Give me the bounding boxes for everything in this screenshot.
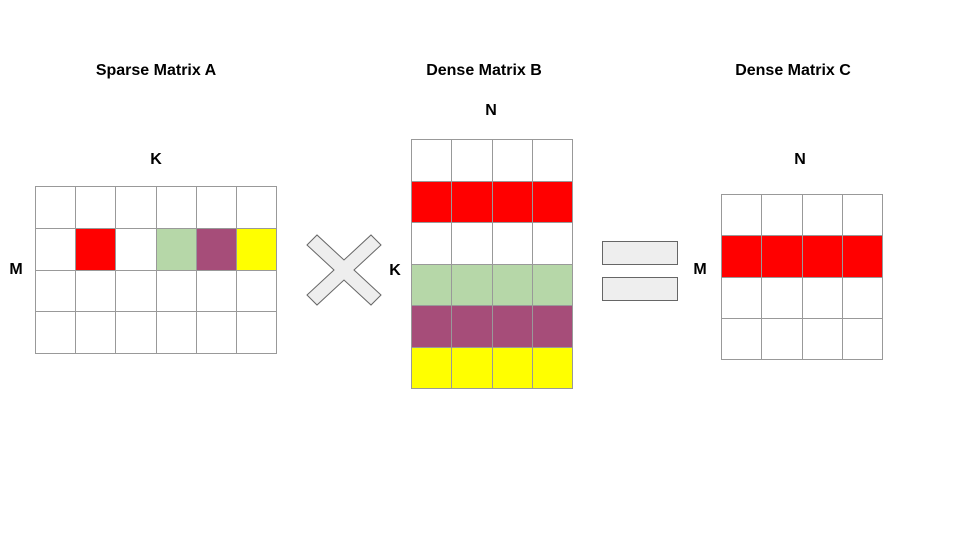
matrix-a-rows-label: M: [9, 261, 23, 278]
matrix-a-cell-2-3: [156, 270, 197, 313]
matrix-a-cell-0-1: [76, 187, 117, 229]
matrix-c-cell-0-2: [802, 195, 843, 237]
matrix-b-title: Dense Matrix B: [426, 62, 542, 79]
matrix-b-cell-4-3: [532, 306, 573, 348]
matrix-a-cell-2-5: [236, 270, 277, 313]
matrix-a-cell-1-4: [196, 228, 237, 271]
matrix-c-cell-0-3: [842, 195, 883, 237]
matrix-b-cell-5-0: [412, 347, 453, 389]
matrix-a-cell-2-2: [116, 270, 157, 313]
sparse-matrix-a: [35, 186, 277, 354]
matrix-b-rows-label: K: [389, 262, 401, 279]
matrix-a-cell-0-0: [36, 187, 77, 229]
matrix-b-cell-1-3: [532, 181, 573, 223]
matrix-c-cell-2-0: [722, 277, 763, 319]
matrix-a-cell-1-1: [76, 228, 117, 271]
matrix-a-cell-0-5: [236, 187, 277, 229]
matrix-a-cell-1-0: [36, 228, 77, 271]
matrix-a-cell-2-4: [196, 270, 237, 313]
matrix-b-cell-2-3: [532, 223, 573, 265]
matrix-c-rows-label: M: [693, 261, 707, 278]
matrix-a-cell-1-2: [116, 228, 157, 271]
matrix-a-cell-0-2: [116, 187, 157, 229]
matrix-b-cell-2-2: [492, 223, 533, 265]
multiply-icon: [306, 234, 382, 306]
matrix-c-cell-3-2: [802, 318, 843, 360]
matrix-b-cell-1-2: [492, 181, 533, 223]
matrix-c-title: Dense Matrix C: [735, 62, 851, 79]
matrix-c-cell-2-2: [802, 277, 843, 319]
matrix-c-cols-label: N: [794, 151, 806, 168]
matrix-a-cell-3-3: [156, 312, 197, 354]
matrix-c-cell-1-1: [762, 236, 803, 278]
matrix-b-cell-0-3: [532, 140, 573, 182]
matrix-a-cell-0-3: [156, 187, 197, 229]
matrix-b-cell-5-1: [452, 347, 493, 389]
matrix-b-cell-0-1: [452, 140, 493, 182]
dense-matrix-b: [411, 139, 573, 389]
equals-top-bar: [602, 241, 678, 265]
matrix-a-cell-2-0: [36, 270, 77, 313]
equals-icon: [602, 241, 678, 301]
matrix-a-cols-label: K: [150, 151, 162, 168]
multiply-shape: [306, 234, 382, 306]
matrix-a-cell-3-5: [236, 312, 277, 354]
matrix-c-cell-3-1: [762, 318, 803, 360]
equals-bottom-bar: [602, 277, 678, 301]
matrix-c-cell-1-2: [802, 236, 843, 278]
matrix-c-cell-1-3: [842, 236, 883, 278]
matrix-b-cell-2-0: [412, 223, 453, 265]
matrix-a-cell-3-0: [36, 312, 77, 354]
dense-matrix-c: [721, 194, 883, 360]
matrix-b-cell-2-1: [452, 223, 493, 265]
matrix-c-cell-0-0: [722, 195, 763, 237]
matrix-c-cell-0-1: [762, 195, 803, 237]
matrix-c-cell-2-3: [842, 277, 883, 319]
matrix-c-cell-1-0: [722, 236, 763, 278]
matrix-a-cell-3-1: [76, 312, 117, 354]
matrix-b-cell-4-2: [492, 306, 533, 348]
matrix-b-cell-3-0: [412, 264, 453, 306]
matrix-b-cell-4-0: [412, 306, 453, 348]
matrix-c-cell-3-0: [722, 318, 763, 360]
matrix-b-cell-3-2: [492, 264, 533, 306]
matrix-a-cell-3-2: [116, 312, 157, 354]
matrix-b-cell-0-2: [492, 140, 533, 182]
matrix-b-cell-3-3: [532, 264, 573, 306]
matrix-a-cell-1-5: [236, 228, 277, 271]
matrix-b-cell-5-2: [492, 347, 533, 389]
matrix-b-cell-0-0: [412, 140, 453, 182]
matrix-a-title: Sparse Matrix A: [95, 62, 217, 79]
matrix-b-cell-4-1: [452, 306, 493, 348]
matrix-c-cell-2-1: [762, 277, 803, 319]
matrix-c-cell-3-3: [842, 318, 883, 360]
matrix-a-cell-3-4: [196, 312, 237, 354]
matrix-b-cell-3-1: [452, 264, 493, 306]
matrix-a-cell-2-1: [76, 270, 117, 313]
matrix-b-cell-1-0: [412, 181, 453, 223]
matrix-b-cell-1-1: [452, 181, 493, 223]
matrix-b-cols-label: N: [485, 102, 497, 119]
matrix-b-cell-5-3: [532, 347, 573, 389]
matrix-a-cell-1-3: [156, 228, 197, 271]
matrix-a-cell-0-4: [196, 187, 237, 229]
